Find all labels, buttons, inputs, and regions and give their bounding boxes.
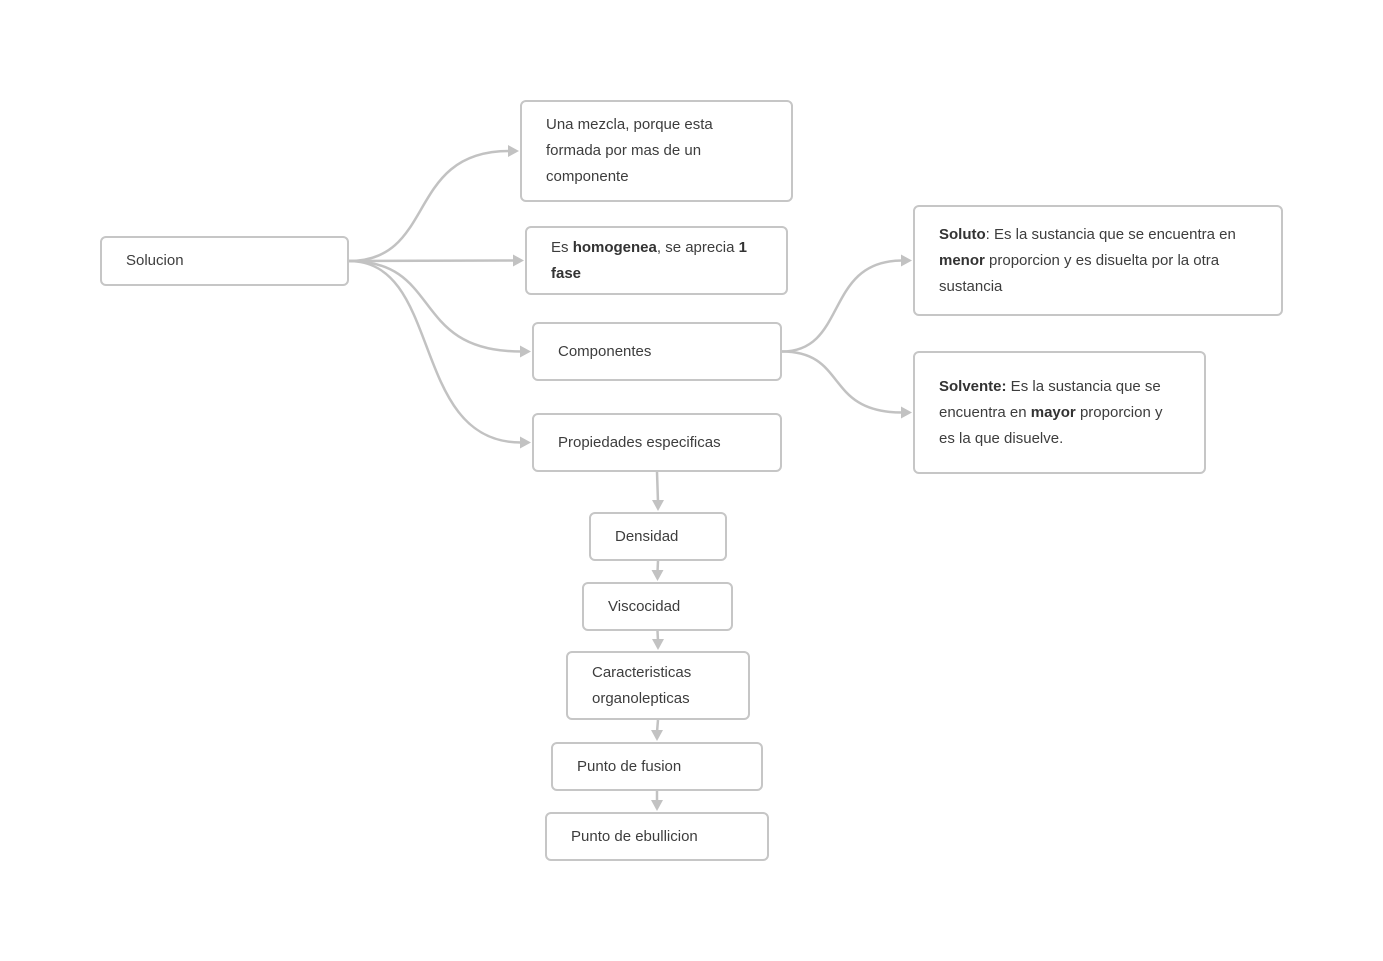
arrowhead-mezcla [508,145,519,157]
node-viscocidad[interactable]: Viscocidad [582,582,733,631]
node-punto-fusion-label: Punto de fusion [577,757,682,775]
node-componentes[interactable]: Componentes [532,322,782,381]
node-caracteristicas-label: Caracteristicas organolepticas [592,663,692,707]
arrowhead-fusion [651,730,663,741]
homogenea-bold: homogenea [572,238,657,256]
arrowhead-viscocidad [651,570,664,581]
connector-propiedades-to-densidad [655,471,660,503]
connector-solucion-to-homogenea [348,259,515,263]
node-densidad-label: Densidad [615,527,679,545]
connector-solucion-to-propiedades [348,259,522,444]
node-propiedades[interactable]: Propiedades especificas [532,413,782,472]
arrowhead-caracteristicas [652,639,664,650]
soluto-bold: Soluto [939,225,986,243]
node-mezcla-label: Una mezcla, porque esta formada por mas … [546,116,713,185]
arrowhead-componentes [520,345,531,358]
node-viscocidad-label: Viscocidad [608,597,681,615]
connector-componentes-to-solvente [781,350,903,414]
arrowhead-densidad [652,500,664,511]
solvente-bold: Solvente: [939,377,1007,395]
node-punto-ebullicion[interactable]: Punto de ebullicion [545,812,769,861]
fase-bold: 1 fase [551,238,747,282]
arrowhead-propiedades [520,436,531,449]
arrowhead-ebullicion [651,800,663,811]
node-mezcla[interactable]: Una mezcla, porque esta formada por mas … [520,100,793,202]
node-solvente-label: Solvente: Es la sustancia que se encuent… [939,377,1163,447]
node-solucion[interactable]: Solucion [100,236,349,286]
node-punto-fusion[interactable]: Punto de fusion [551,742,763,791]
node-solvente[interactable]: Solvente: Es la sustancia que se encuent… [913,351,1206,474]
node-homogenea[interactable]: Es homogenea, se aprecia 1 fase [525,226,788,295]
connector-solucion-to-componentes [348,259,522,353]
arrowhead-solvente [901,406,912,419]
node-soluto[interactable]: Soluto: Es la sustancia que se encuentra… [913,205,1283,316]
connector-solucion-to-mezcla [348,149,510,263]
node-componentes-label: Componentes [558,342,652,360]
node-caracteristicas[interactable]: Caracteristicas organolepticas [566,651,750,720]
arrowhead-homogenea [513,254,524,267]
connector-componentes-to-soluto [781,259,903,353]
node-punto-ebullicion-label: Punto de ebullicion [571,827,698,845]
menor-bold: menor [939,251,985,269]
node-propiedades-label: Propiedades especificas [558,433,721,451]
arrowhead-soluto [901,254,912,267]
mayor-bold: mayor [1030,403,1076,421]
node-solucion-label: Solucion [126,252,184,269]
node-homogenea-label: Es homogenea, se aprecia 1 fase [551,238,747,282]
node-soluto-label: Soluto: Es la sustancia que se encuentra… [939,225,1236,295]
node-densidad[interactable]: Densidad [589,512,727,561]
